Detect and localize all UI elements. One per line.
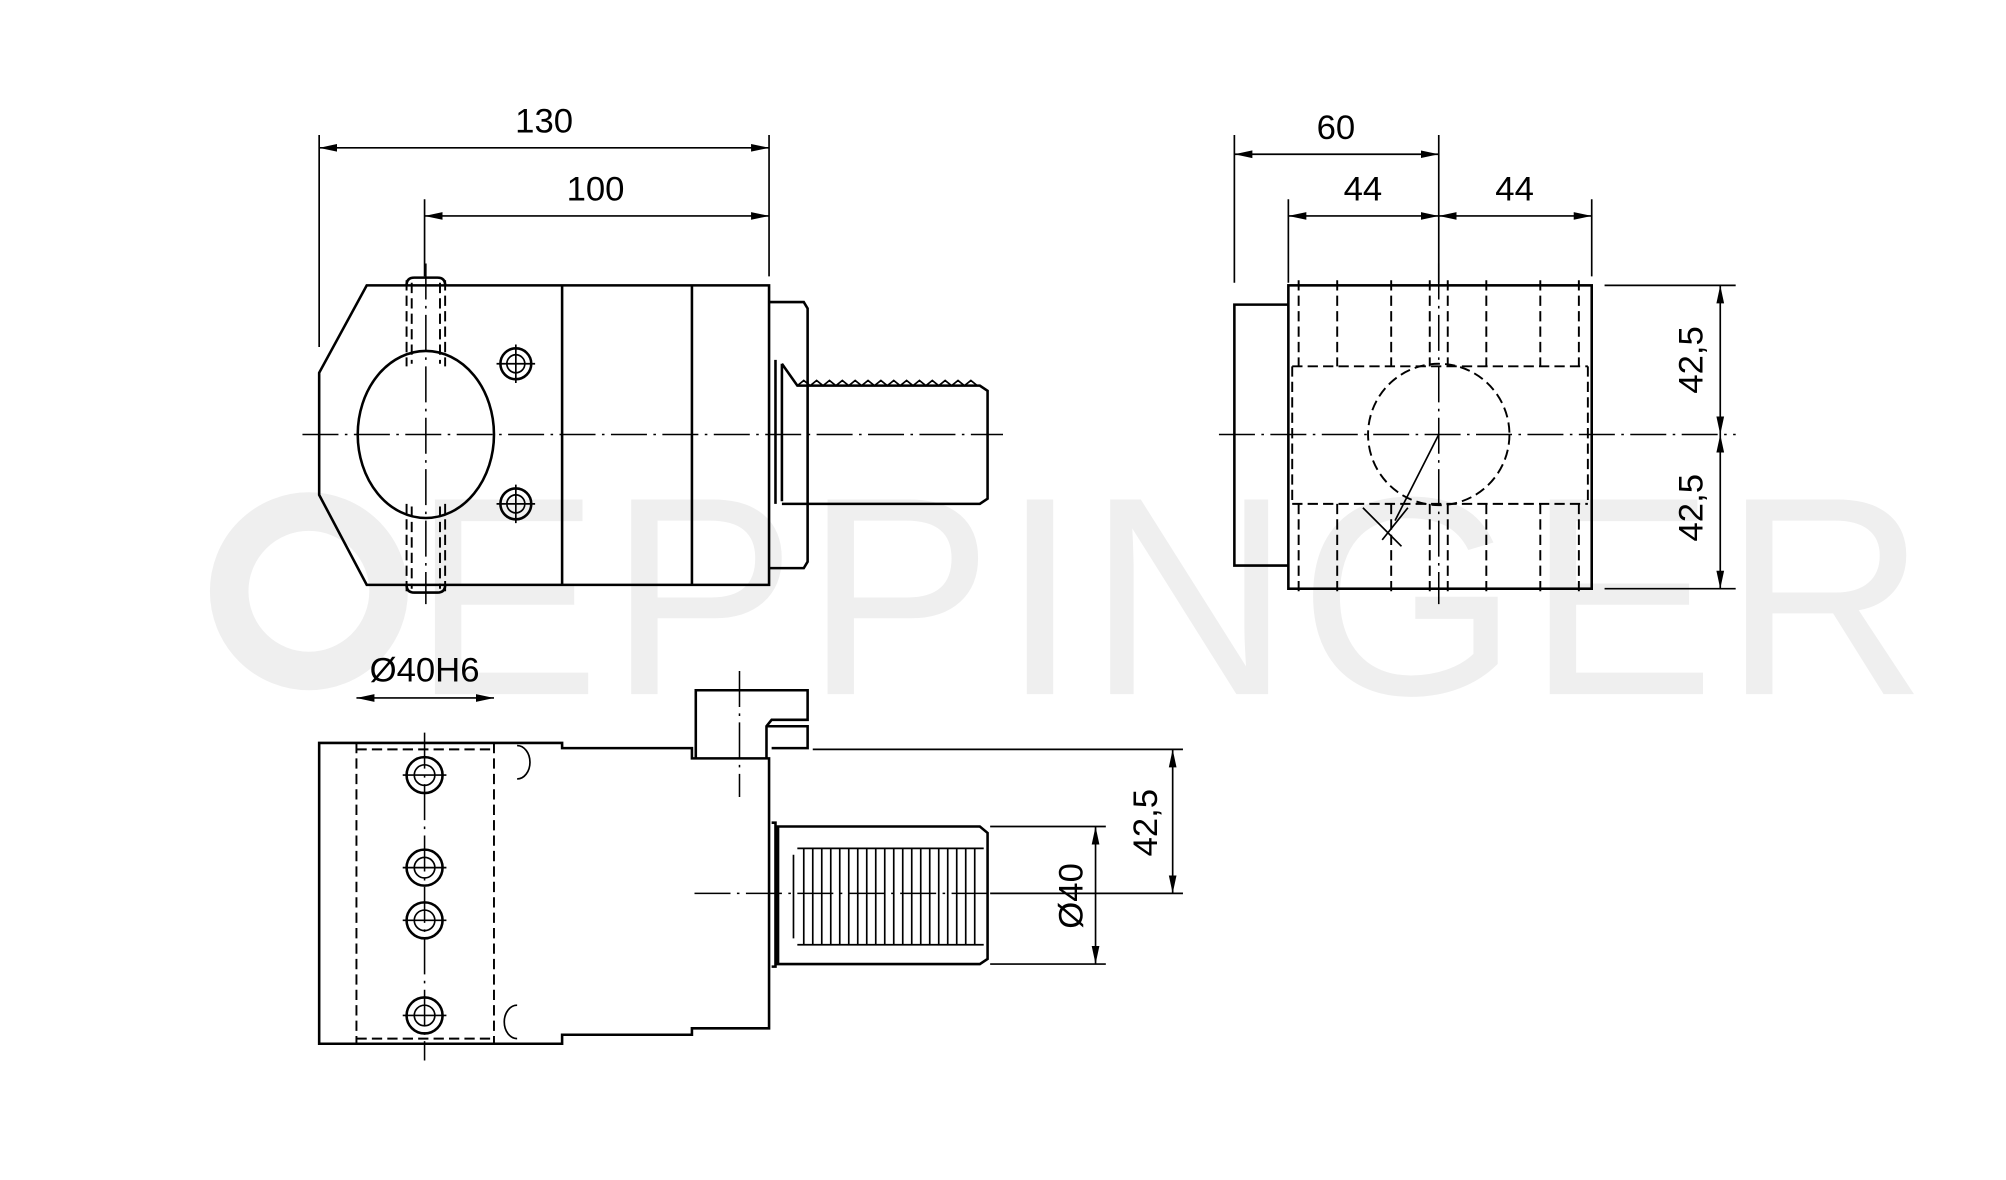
front-view: 60 44 44 42,5 42,5 — [1218, 109, 1736, 605]
dimension-label: 44 — [1495, 171, 1534, 209]
dimension-label: 60 — [1317, 109, 1356, 147]
screw-target-icon — [402, 901, 447, 940]
dimension-label: 42,5 — [1672, 326, 1710, 394]
dimension-label: 42,5 — [1672, 474, 1710, 542]
side-view: 130 100 — [302, 102, 1003, 605]
dimension-label: 100 — [567, 171, 625, 209]
screw-target-icon — [496, 484, 536, 524]
dimension-label: Ø40 — [1053, 863, 1091, 929]
dimension-label: Ø40H6 — [370, 651, 480, 689]
dimension-label: 44 — [1344, 171, 1383, 209]
screw-target-icon — [496, 344, 536, 384]
screw-target-icon — [402, 755, 447, 795]
screw-target-icon — [402, 848, 447, 887]
top-view: Ø40H6 Ø40 42,5 — [317, 651, 1183, 1061]
screw-target-icon — [402, 996, 447, 1035]
dimension-label: 130 — [515, 102, 573, 140]
eppinger-watermark: EPPINGER — [209, 438, 1935, 754]
watermark-text: EPPINGER — [412, 438, 1935, 754]
dimension-label: 42,5 — [1127, 789, 1165, 857]
